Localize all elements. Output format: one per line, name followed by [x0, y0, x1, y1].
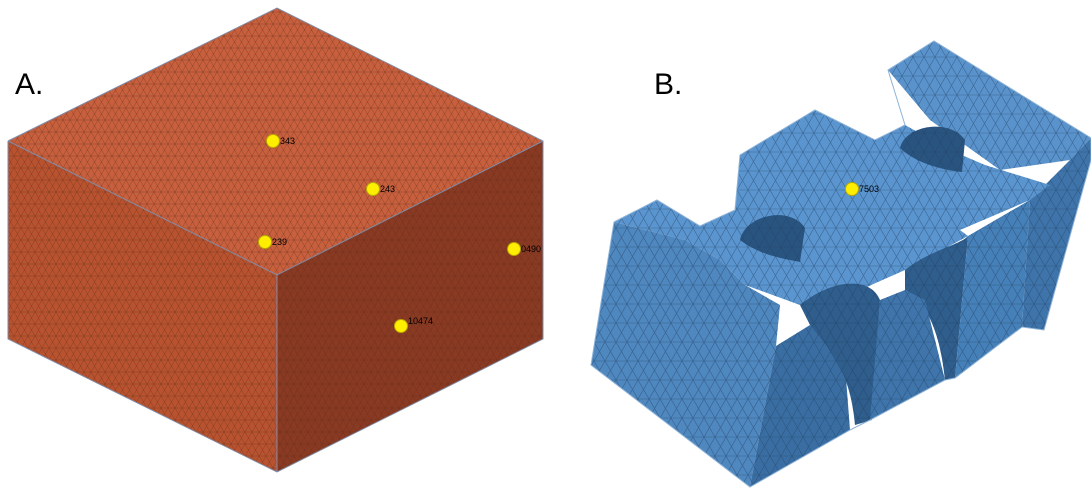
- panel-b-label: B.: [654, 68, 683, 101]
- node-id-label: 243: [380, 184, 395, 194]
- node-marker[interactable]: 7503: [845, 182, 880, 196]
- node-marker[interactable]: 343: [266, 134, 296, 148]
- node-id-label: 0490: [521, 244, 541, 254]
- node-marker[interactable]: 239: [258, 235, 288, 249]
- node-id-label: 7503: [859, 184, 879, 194]
- panel-a-label: A.: [15, 68, 44, 101]
- node-id-label: 343: [280, 136, 295, 146]
- node-id-label: 10474: [408, 316, 433, 326]
- node-id-label: 239: [272, 237, 287, 247]
- node-marker[interactable]: 243: [366, 182, 396, 196]
- notched-block-mesh-model[interactable]: [590, 40, 1091, 488]
- node-marker[interactable]: 0490: [507, 242, 542, 256]
- node-marker[interactable]: 10474: [394, 316, 434, 333]
